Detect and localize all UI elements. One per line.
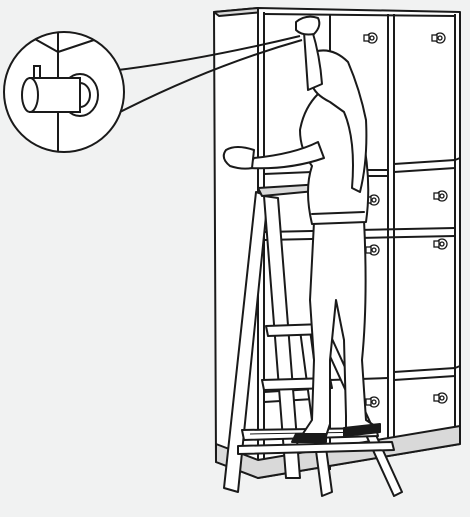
person-hand-left [224,147,254,169]
person-hand-right [296,17,319,35]
